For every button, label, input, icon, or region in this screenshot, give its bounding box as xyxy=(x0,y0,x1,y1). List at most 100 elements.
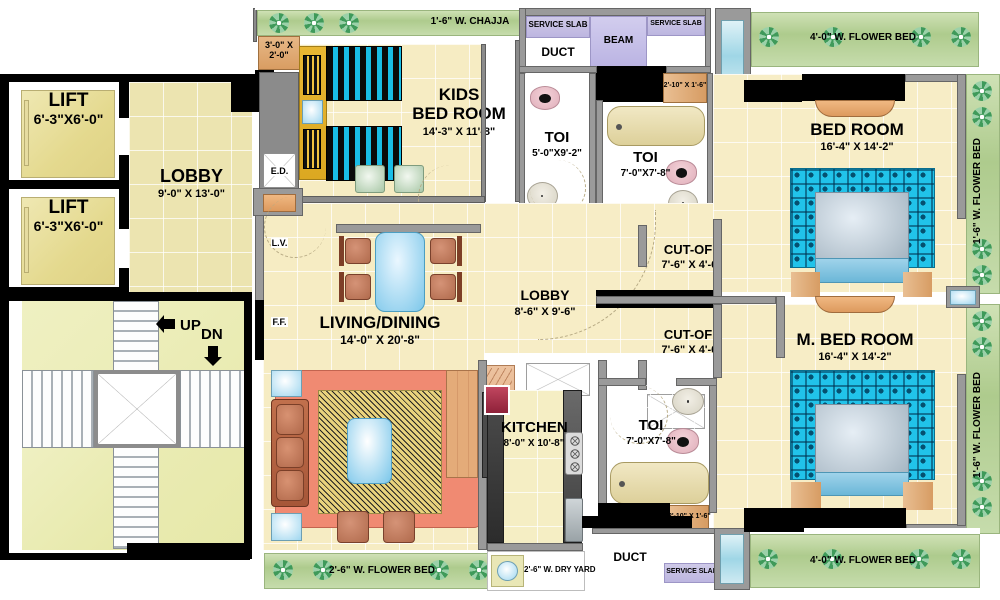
chair-back xyxy=(339,272,344,302)
cutoff-upper-label: CUT-OFF 7'-6" X 4'-6" xyxy=(661,242,723,271)
stair-flight-left xyxy=(22,370,94,448)
toilet-3-label: TOI 7'-0"X7'-8" xyxy=(626,417,676,447)
opening-3x2-label: 3'-0" X 2'-0" xyxy=(265,40,293,61)
wall-segment xyxy=(596,290,714,296)
wc-fixture xyxy=(666,160,697,185)
shaft-ed: E.D. xyxy=(263,153,296,188)
mattress xyxy=(815,404,909,484)
armchair xyxy=(337,511,369,543)
flower-bed-edge xyxy=(750,528,980,534)
flower-bed-top-right-label: 4'-0" W. FLOWER BED xyxy=(809,32,916,43)
common-lobby-label: LOBBY 9'-0" X 13'-0" xyxy=(157,166,226,201)
flower-bed-bottom-right-label: 4'-0" W. FLOWER BED xyxy=(809,555,916,566)
bedside-table xyxy=(791,482,821,510)
bathtub xyxy=(610,462,709,504)
sofa-cushion xyxy=(276,470,304,501)
wash-basin xyxy=(672,388,704,415)
lift-door-2 xyxy=(24,207,29,273)
wall-segment xyxy=(519,8,526,74)
floor-trap-icon xyxy=(497,561,518,581)
wall-segment xyxy=(255,300,264,360)
wall-segment xyxy=(519,73,525,221)
flower-bed-right-lower xyxy=(966,304,1000,534)
flower-bed-bottom-right xyxy=(750,534,980,588)
bedside-table xyxy=(302,100,323,124)
bedroom-label: BED ROOM 16'-4" X 14'-2" xyxy=(810,120,904,154)
wall-segment xyxy=(744,80,802,102)
down-arrow-icon xyxy=(202,345,224,367)
window-glazing xyxy=(950,290,976,305)
chair-back xyxy=(457,236,462,266)
wall-segment xyxy=(676,378,717,386)
stool xyxy=(394,165,424,193)
window-sill xyxy=(815,100,895,117)
service-slab-left xyxy=(526,16,590,38)
kids-bedroom-label: KIDS BED ROOM 14'-3" X 11'-8" xyxy=(412,85,506,139)
up-arrow-icon xyxy=(155,313,177,335)
dining-chair xyxy=(345,238,371,264)
wall-segment xyxy=(9,287,129,296)
chajja-edge xyxy=(299,36,637,44)
chair-back xyxy=(339,236,344,266)
service-slab-right-label: SERVICE SLAB xyxy=(650,20,702,27)
kitchen-floor xyxy=(503,390,563,543)
flower-bed-right-lower-label: 1'-6" W. FLOWER BED xyxy=(972,372,983,479)
kitchen-sink xyxy=(565,498,583,542)
pillow xyxy=(303,129,321,169)
wall-segment xyxy=(519,66,597,73)
wall-segment xyxy=(776,296,785,358)
wall-segment xyxy=(709,378,717,513)
toilet-1-label: TOI 5'-0"X9'-2" xyxy=(532,129,582,159)
flower-bed-bottom-left-label: 2'-6" W. FLOWER BED xyxy=(328,565,435,576)
wall-segment xyxy=(596,66,666,102)
lift-2-label: LIFT 6'-3"X6'-0" xyxy=(33,197,104,235)
wall-segment xyxy=(705,8,711,72)
bed-foot-throw xyxy=(815,258,909,283)
niche-top-label: 2'-10" X 1'-6" xyxy=(663,82,707,89)
wall-segment xyxy=(519,8,711,16)
wall-segment xyxy=(713,304,722,378)
stair-flight-top xyxy=(113,301,159,371)
dining-chair xyxy=(345,274,371,300)
coffee-table xyxy=(347,418,392,484)
wall-segment xyxy=(481,44,486,202)
wall-segment xyxy=(0,74,252,82)
gas-stove xyxy=(565,432,583,475)
wall-segment xyxy=(802,74,905,101)
chajja-label: 1'-6" W. CHAJJA xyxy=(430,16,510,27)
wall-segment xyxy=(0,552,250,560)
chajja-outline xyxy=(255,4,705,10)
tv-console xyxy=(446,370,478,478)
wall-segment xyxy=(666,66,711,73)
flower-bed-edge xyxy=(751,67,979,74)
chair-back xyxy=(457,272,462,302)
dry-yard-label: 2'-6" W. DRY YARD xyxy=(524,565,596,574)
bedside-table xyxy=(903,272,932,297)
stool xyxy=(355,165,385,193)
side-table xyxy=(271,370,302,397)
wall-segment xyxy=(713,219,722,297)
dining-table xyxy=(375,232,425,312)
wall-segment xyxy=(592,528,724,534)
wall-segment xyxy=(487,543,583,551)
flower-bed-top-right xyxy=(751,12,979,67)
lift-door-1 xyxy=(24,100,29,166)
door-swing xyxy=(610,386,668,444)
dining-chair xyxy=(430,238,456,264)
fridge xyxy=(484,385,510,415)
wall-segment xyxy=(9,292,252,301)
dining-chair xyxy=(430,274,456,300)
flower-bed-right-upper-label: 1'-6" W. FLOWER BED xyxy=(972,138,983,245)
wall-segment xyxy=(957,74,966,219)
beam-label: BEAM xyxy=(603,35,634,46)
stair-flight-bottom xyxy=(113,447,159,549)
flat-lobby-floor xyxy=(484,203,713,353)
stair-dn-label: DN xyxy=(201,326,223,343)
bedside-table xyxy=(791,272,820,297)
wall-segment xyxy=(119,189,129,229)
stair-flight-right xyxy=(180,370,250,448)
wc-fixture xyxy=(530,86,560,110)
lift-car-1 xyxy=(21,90,115,178)
beam-block xyxy=(590,16,647,71)
service-slab-bottom-label: SERVICE SLAB xyxy=(666,568,718,575)
